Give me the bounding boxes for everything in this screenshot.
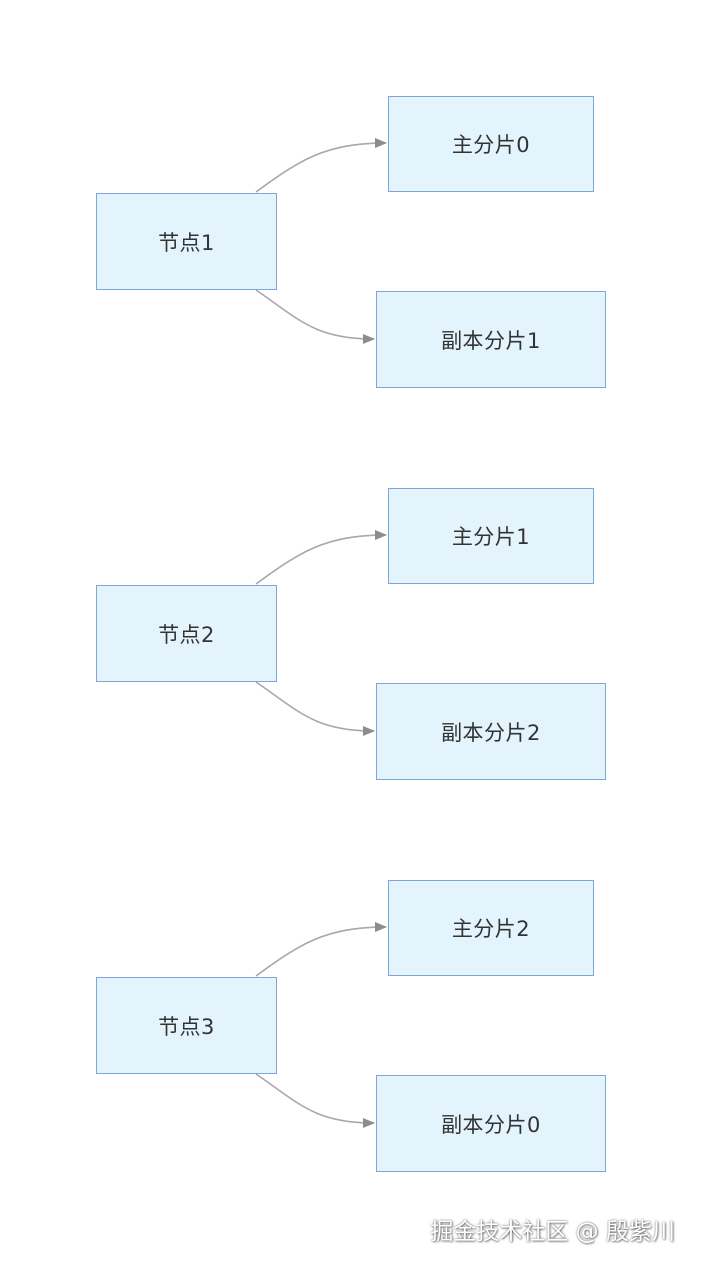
node-box-3: 节点3 — [96, 977, 277, 1074]
primary-shard-box-2: 主分片2 — [388, 880, 594, 976]
replica-shard-label: 副本分片1 — [441, 328, 541, 353]
primary-shard-label: 主分片1 — [451, 525, 531, 549]
node-box-2: 节点2 — [96, 585, 277, 682]
edge-node3-to-primary2 — [255, 922, 387, 977]
edge-node1-to-primary0 — [255, 138, 387, 193]
replica-shard-box-2: 副本分片2 — [376, 683, 606, 780]
node-label: 节点1 — [158, 230, 215, 255]
primary-shard-box-1: 主分片1 — [388, 488, 594, 584]
node-label: 节点2 — [158, 622, 215, 647]
primary-shard-label: 主分片0 — [451, 133, 531, 157]
replica-shard-box-1: 副本分片1 — [376, 291, 606, 388]
primary-shard-label: 主分片2 — [451, 917, 531, 941]
edge-node3-to-replica0 — [255, 1073, 375, 1128]
watermark-text: 掘金技术社区 @ 殷紫川 — [430, 1219, 675, 1245]
replica-shard-label: 副本分片0 — [441, 1112, 541, 1137]
replica-shard-label: 副本分片2 — [441, 720, 541, 745]
edge-node2-to-replica2 — [255, 681, 375, 736]
primary-shard-box-0: 主分片0 — [388, 96, 594, 192]
replica-shard-box-0: 副本分片0 — [376, 1075, 606, 1172]
edge-node1-to-replica1 — [255, 289, 375, 344]
node-box-1: 节点1 — [96, 193, 277, 290]
node-label: 节点3 — [158, 1014, 215, 1039]
edge-node2-to-primary1 — [255, 530, 387, 585]
